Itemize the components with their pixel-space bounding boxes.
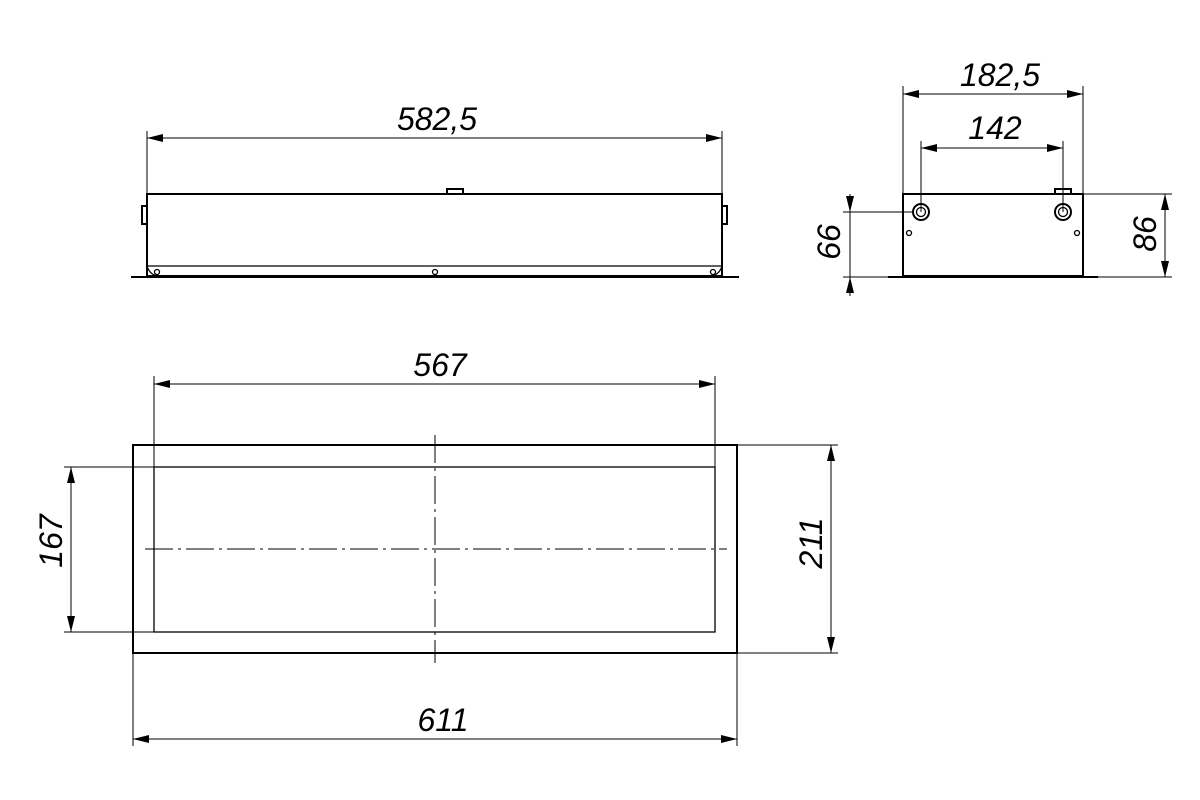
side-spacing-arrow-left — [921, 144, 937, 152]
side-width-label: 182,5 — [960, 57, 1040, 93]
front-screw-center — [431, 268, 439, 276]
side-top-nub — [1054, 188, 1072, 195]
top-inner-length-label: 567 — [413, 347, 468, 383]
side-spacing-arrow-right — [1047, 144, 1063, 152]
top-outer-width-arrow-bottom — [827, 637, 835, 653]
top-outer-width-label: 211 — [793, 517, 829, 569]
top-inner-width-arrow-top — [67, 467, 75, 483]
side-port-height-label: 66 — [811, 224, 847, 260]
top-outer-width-arrow-top — [827, 445, 835, 461]
front-screw-left — [153, 268, 161, 276]
side-spacing-label: 142 — [968, 110, 1022, 146]
side-height-arrow-top — [1161, 194, 1169, 210]
front-dim-arrow-right — [706, 134, 722, 142]
top-outer-length-arrow-left — [133, 735, 149, 743]
top-outer-length-label: 611 — [417, 702, 468, 738]
side-port-height-arrow-bottom — [846, 277, 854, 293]
side-port-right — [1054, 203, 1072, 221]
front-body — [146, 193, 723, 277]
top-view: 567 167 211 611 — [33, 347, 838, 746]
front-length-label: 582,5 — [397, 101, 477, 137]
top-inner-width-label: 167 — [33, 513, 69, 568]
front-corner-right — [708, 265, 723, 277]
side-height-arrow-bottom — [1161, 261, 1169, 277]
side-screw-left — [905, 229, 913, 237]
front-view: 582,5 — [131, 101, 739, 278]
top-inner-width-arrow-bottom — [67, 616, 75, 632]
top-inner-length-arrow-left — [154, 380, 170, 388]
side-view: 182,5 142 66 — [811, 57, 1172, 296]
front-top-nub — [446, 188, 464, 195]
top-outer-length-arrow-right — [721, 735, 737, 743]
side-body — [902, 193, 1084, 277]
front-side-port-right — [721, 205, 728, 225]
front-corner-left — [146, 265, 161, 277]
side-width-arrow-left — [903, 90, 919, 98]
front-screw-right — [709, 268, 717, 276]
top-inner-length-arrow-right — [699, 380, 715, 388]
front-side-port-left — [141, 205, 148, 225]
side-height-label: 86 — [1127, 216, 1163, 252]
side-port-height-arrow-top — [846, 196, 854, 212]
front-dim-arrow-left — [147, 134, 163, 142]
side-width-arrow-right — [1067, 90, 1083, 98]
side-screw-right — [1073, 229, 1081, 237]
